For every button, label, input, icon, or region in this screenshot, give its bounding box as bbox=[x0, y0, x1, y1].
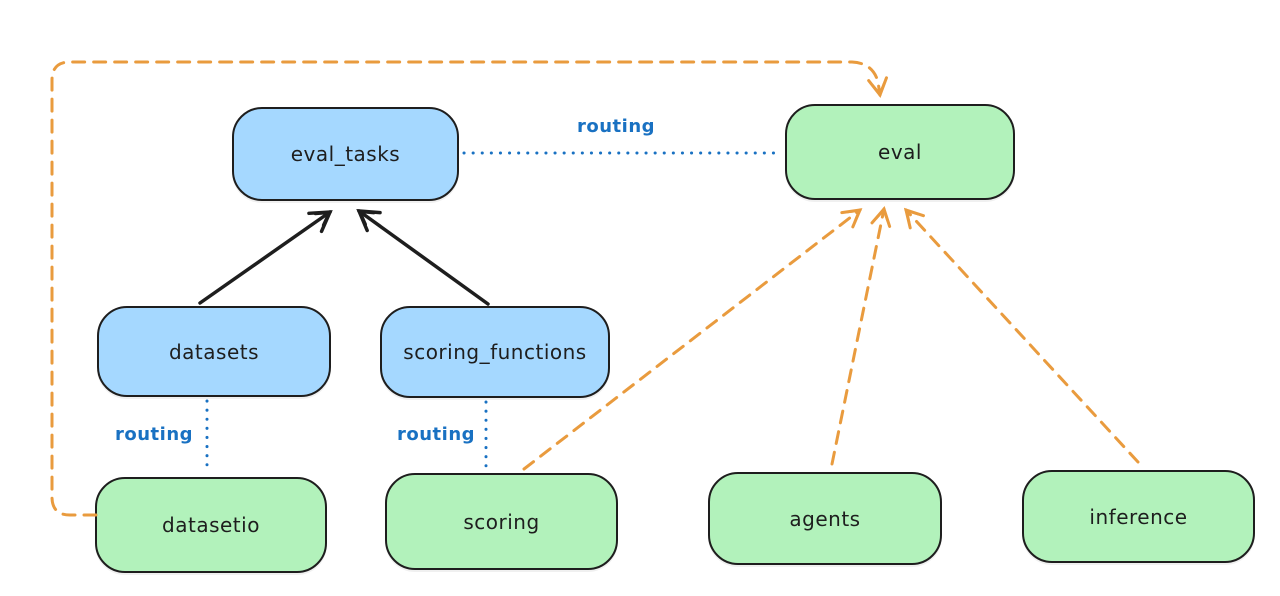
edge-agents-to-eval bbox=[830, 206, 892, 466]
edge-datasets-to-eval-tasks bbox=[198, 210, 333, 305]
node-datasetio: datasetio bbox=[95, 477, 327, 573]
node-eval: eval bbox=[785, 104, 1015, 200]
edge-scoring-functions-to-eval-tasks bbox=[356, 209, 490, 306]
node-inference-label: inference bbox=[1089, 504, 1188, 529]
node-scoring: scoring bbox=[385, 473, 618, 570]
node-agents-label: agents bbox=[789, 506, 861, 531]
node-eval-tasks-label: eval_tasks bbox=[290, 142, 401, 166]
node-eval-tasks: eval_tasks bbox=[232, 107, 459, 201]
node-datasets: datasets bbox=[97, 306, 331, 397]
node-eval-label: eval bbox=[878, 140, 922, 164]
node-datasets-label: datasets bbox=[168, 339, 260, 364]
node-scoring-label: scoring bbox=[463, 509, 540, 534]
edge-inference-to-eval bbox=[903, 207, 1140, 464]
node-scoring-functions-label: scoring_functions bbox=[403, 340, 587, 364]
edge-datasetio-to-eval bbox=[50, 60, 888, 517]
node-scoring-functions: scoring_functions bbox=[380, 306, 610, 398]
routing-label-eval-tasks-eval: routing bbox=[576, 116, 656, 137]
node-agents: agents bbox=[708, 472, 942, 565]
routing-label-datasets-datasetio: routing bbox=[114, 424, 194, 445]
node-datasetio-label: datasetio bbox=[162, 513, 260, 537]
routing-label-scoring-functions-scoring: routing bbox=[396, 424, 476, 445]
node-inference: inference bbox=[1022, 470, 1255, 563]
